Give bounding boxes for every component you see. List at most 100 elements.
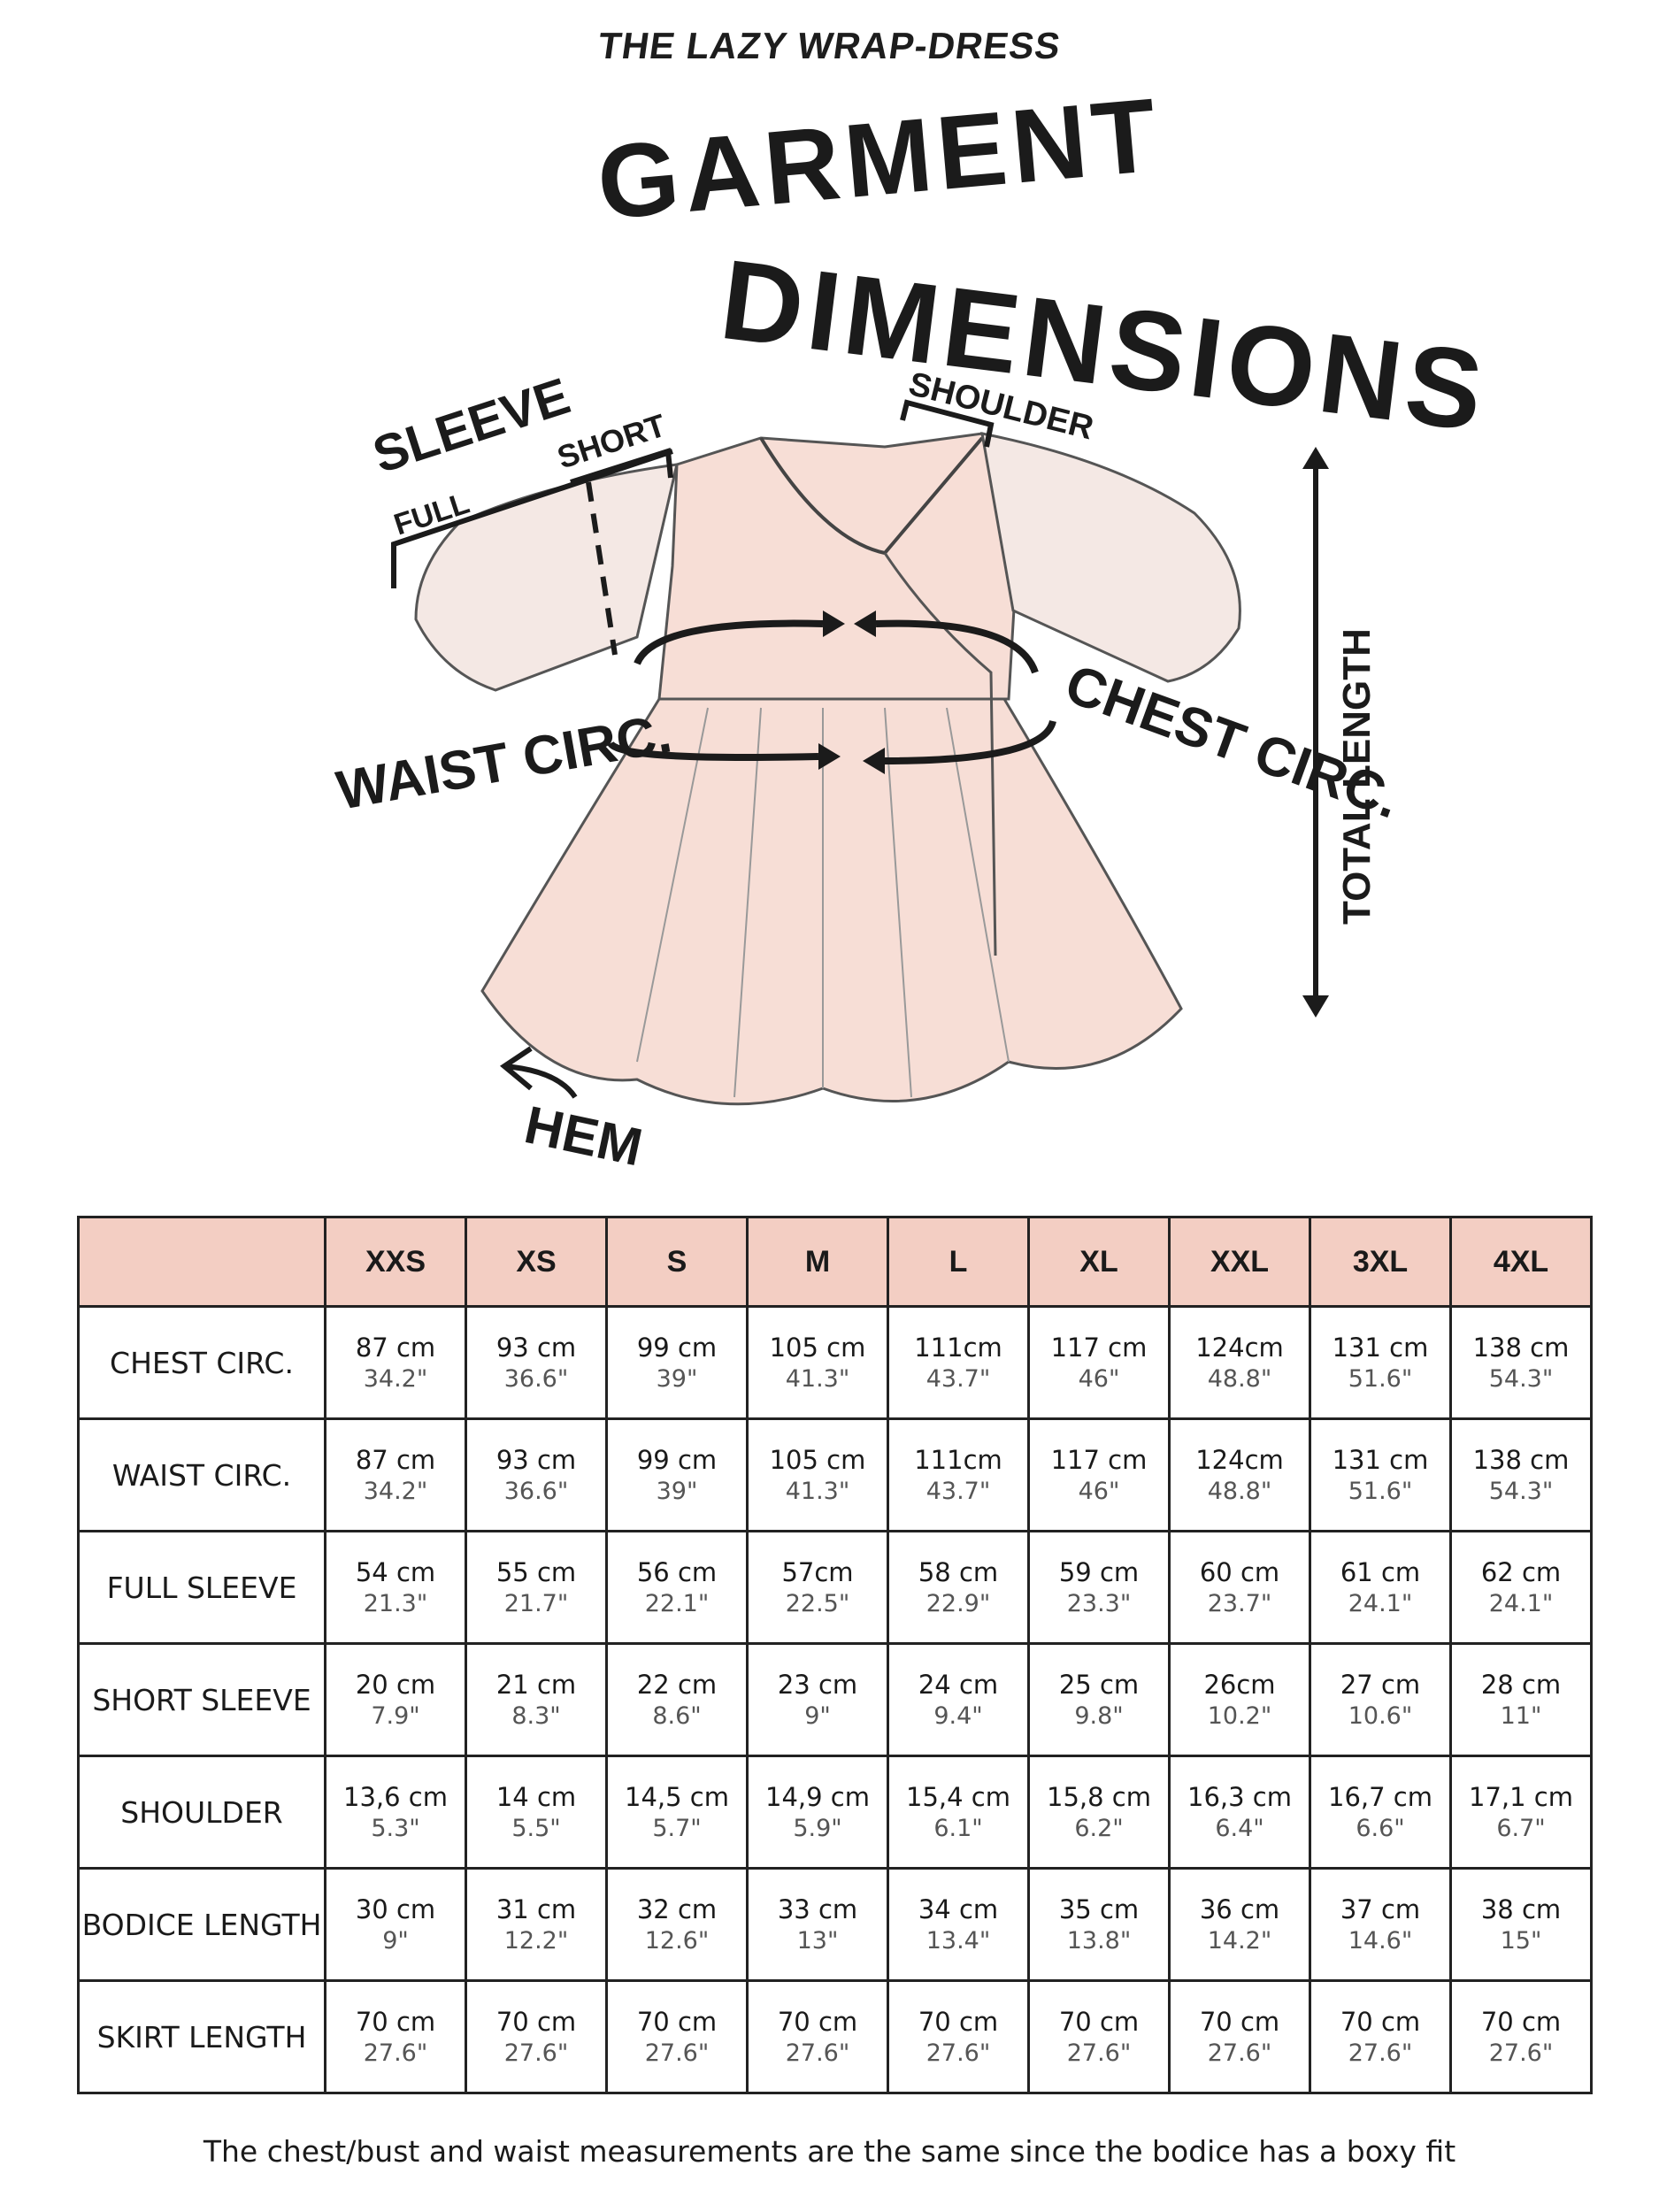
measurement-cm: 70 cm: [777, 2007, 858, 2037]
measurement-inches: 27.6": [926, 2039, 991, 2067]
measurement-cm: 111cm: [914, 1333, 1002, 1363]
measurement-inches: 14.6": [1348, 1927, 1413, 1955]
row-label: BODICE LENGTH: [77, 1867, 326, 1982]
measurement-inches: 23.7": [1207, 1590, 1272, 1617]
measurement-inches: 15": [1500, 1927, 1542, 1955]
footnote: The chest/bust and waist measurements ar…: [203, 2134, 1456, 2169]
measurement-inches: 5.7": [652, 1815, 702, 1842]
row-label: FULL SLEEVE: [77, 1530, 326, 1645]
measurement-cm: 56 cm: [636, 1557, 718, 1587]
measurement-cell: 38 cm 15": [1449, 1867, 1593, 1982]
measurement-inches: 43.7": [926, 1365, 991, 1393]
measurement-inches: 6.7": [1496, 1815, 1546, 1842]
measurement-inches: 41.3": [785, 1478, 850, 1505]
measurement-cm: 36 cm: [1199, 1894, 1280, 1924]
measurement-cm: 26cm: [1203, 1670, 1276, 1700]
measurement-cm: 54 cm: [355, 1557, 436, 1587]
size-header: S: [605, 1216, 749, 1308]
corner-cell: [77, 1216, 326, 1308]
measurement-cm: 31 cm: [495, 1894, 577, 1924]
measurement-cm: 16,7 cm: [1328, 1782, 1432, 1812]
measurement-inches: 12.2": [503, 1927, 569, 1955]
measurement-inches: 23.3": [1066, 1590, 1132, 1617]
measurement-cm: 30 cm: [355, 1894, 436, 1924]
measurement-cm: 28 cm: [1480, 1670, 1562, 1700]
measurement-cm: 70 cm: [918, 2007, 999, 2037]
measurement-cm: 32 cm: [636, 1894, 718, 1924]
measurement-cm: 59 cm: [1058, 1557, 1140, 1587]
measurement-inches: 13.8": [1066, 1927, 1132, 1955]
measurement-inches: 8.3": [511, 1702, 561, 1730]
label-hem: HEM: [519, 1094, 647, 1177]
measurement-cm: 70 cm: [495, 2007, 577, 2037]
measurement-cm: 23 cm: [777, 1670, 858, 1700]
measurement-cm: 38 cm: [1480, 1894, 1562, 1924]
measurement-cm: 14,9 cm: [765, 1782, 870, 1812]
measurement-inches: 24.1": [1488, 1590, 1554, 1617]
measurement-inches: 22.1": [644, 1590, 710, 1617]
measurement-cm: 93 cm: [495, 1333, 577, 1363]
measurement-inches: 5.3": [371, 1815, 420, 1842]
measurement-cell: 31 cm 12.2": [465, 1867, 608, 1982]
measurement-cm: 58 cm: [918, 1557, 999, 1587]
measurement-inches: 46": [1078, 1478, 1120, 1505]
measurement-cm: 20 cm: [355, 1670, 436, 1700]
size-header: M: [746, 1216, 889, 1308]
size-header: XXS: [324, 1216, 467, 1308]
measurement-cm: 33 cm: [777, 1894, 858, 1924]
measurement-cell: 16,7 cm 6.6": [1309, 1755, 1452, 1870]
dress-skirt: [480, 697, 1183, 1106]
size-header: 3XL: [1309, 1216, 1452, 1308]
measurement-cm: 60 cm: [1199, 1557, 1280, 1587]
measurement-cell: 138 cm 54.3": [1449, 1417, 1593, 1532]
measurement-cm: 138 cm: [1472, 1445, 1570, 1475]
measurement-cm: 13,6 cm: [343, 1782, 448, 1812]
measurement-inches: 22.9": [926, 1590, 991, 1617]
dress-bodice: [657, 432, 1019, 701]
measurement-cm: 93 cm: [495, 1445, 577, 1475]
measurement-cm: 22 cm: [636, 1670, 718, 1700]
row-label: WAIST CIRC.: [77, 1417, 326, 1532]
size-table: XXS XS S M L XL XXL 3XL 4XL CHEST CIRC.8…: [77, 1216, 1593, 2094]
measurement-inches: 48.8": [1207, 1478, 1272, 1505]
measurement-inches: 6.6": [1356, 1815, 1405, 1842]
measurement-cell: 105 cm 41.3": [746, 1417, 889, 1532]
measurement-inches: 27.6": [1207, 2039, 1272, 2067]
measurement-cm: 105 cm: [769, 1445, 866, 1475]
measurement-cm: 70 cm: [636, 2007, 718, 2037]
measurement-cm: 57cm: [781, 1557, 854, 1587]
label-sleeve: SLEEVE: [366, 367, 577, 485]
size-header: XL: [1027, 1216, 1171, 1308]
measurement-inches: 6.4": [1215, 1815, 1264, 1842]
measurement-cm: 87 cm: [355, 1445, 436, 1475]
measurement-cm: 55 cm: [495, 1557, 577, 1587]
measurement-inches: 54.3": [1488, 1478, 1554, 1505]
